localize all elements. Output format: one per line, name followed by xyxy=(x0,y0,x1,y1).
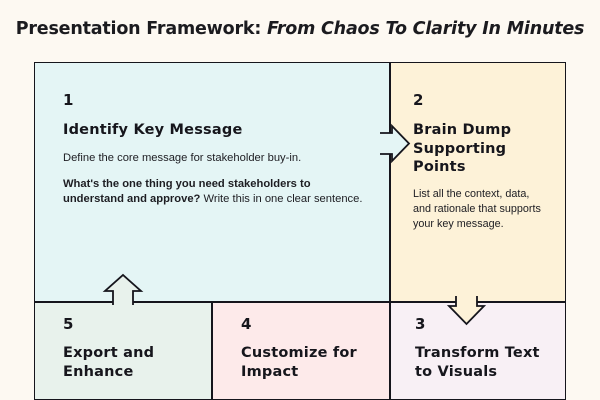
step-cell-3-content: 3 Transform Text to Visuals xyxy=(391,303,565,399)
page-title-main: Presentation Framework: xyxy=(15,19,268,39)
step-number-1: 1 xyxy=(63,91,74,109)
step-number-5: 5 xyxy=(63,315,74,333)
step-number-3: 3 xyxy=(415,315,426,333)
step-body-prompt-1: What's the one thing you need stakeholde… xyxy=(63,177,363,208)
step-cell-1-content: 1 Identify Key Message Define the core m… xyxy=(35,63,389,301)
step-body-prompt-rest-1: Write this in one clear sentence. xyxy=(200,193,363,206)
framework-grid: 1 Identify Key Message Define the core m… xyxy=(34,62,566,400)
step-heading-5: Export and Enhance xyxy=(63,345,155,381)
step-heading-4: Customize for Impact xyxy=(241,345,357,381)
page-title-subtitle: From Chaos To Clarity In Minutes xyxy=(267,19,585,39)
step-cell-2[interactable]: 2 Brain Dump Supporting Points List all … xyxy=(390,62,566,302)
page-title: Presentation Framework: From Chaos To Cl… xyxy=(0,19,600,39)
step-number-4: 4 xyxy=(241,315,252,333)
step-heading-2: Brain Dump Supporting Points xyxy=(413,122,512,176)
step-body-intro-2: List all the context, data, and rational… xyxy=(413,187,541,231)
step-cell-4[interactable]: 4 Customize for Impact xyxy=(212,302,390,400)
step-body-intro-1: Define the core message for stakeholder … xyxy=(63,151,302,164)
step-cell-5-content: 5 Export and Enhance xyxy=(35,303,211,399)
step-heading-1: Identify Key Message xyxy=(63,122,243,138)
step-heading-3: Transform Text to Visuals xyxy=(415,345,540,381)
step-cell-3[interactable]: 3 Transform Text to Visuals xyxy=(390,302,566,400)
step-body-prompt-bold-1: What's the one thing you need stakeholde… xyxy=(63,178,311,206)
step-number-2: 2 xyxy=(413,91,424,109)
step-cell-4-content: 4 Customize for Impact xyxy=(213,303,389,399)
step-cell-5[interactable]: 5 Export and Enhance xyxy=(34,302,212,400)
step-cell-1[interactable]: 1 Identify Key Message Define the core m… xyxy=(34,62,390,302)
step-cell-2-content: 2 Brain Dump Supporting Points List all … xyxy=(391,63,565,301)
